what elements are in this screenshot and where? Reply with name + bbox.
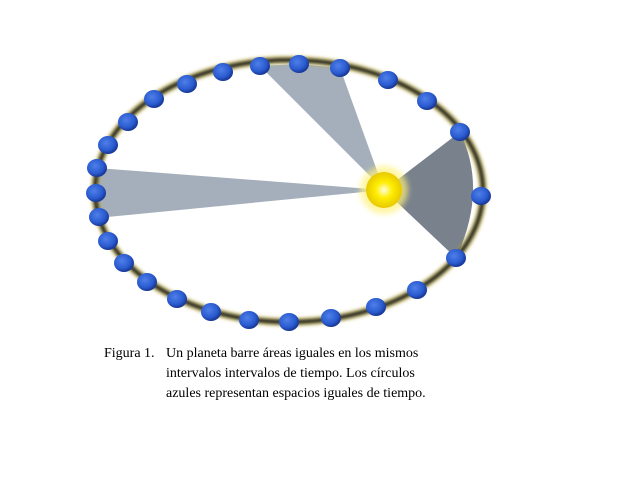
planet-marker: [239, 311, 259, 329]
planet-marker: [137, 273, 157, 291]
planet-marker: [177, 75, 197, 93]
planet-marker: [450, 123, 470, 141]
planet-marker: [98, 232, 118, 250]
swept-area-sector-top: [260, 64, 384, 190]
planet-markers: [86, 55, 491, 331]
swept-area-sector-left: [97, 168, 384, 218]
planet-marker: [446, 249, 466, 267]
planet-marker: [167, 290, 187, 308]
planet-marker: [366, 298, 386, 316]
figure-label: Figura 1.: [104, 346, 155, 361]
planet-marker: [471, 187, 491, 205]
planet-marker: [114, 254, 134, 272]
planet-marker: [86, 184, 106, 202]
planet-marker: [407, 281, 427, 299]
planet-marker: [279, 313, 299, 331]
planet-marker: [250, 57, 270, 75]
planet-marker: [321, 309, 341, 327]
sun: [366, 172, 402, 208]
caption-line: Un planeta barre áreas iguales en los mi…: [166, 346, 419, 361]
caption-line: azules representan espacios iguales de t…: [166, 386, 426, 401]
caption-text: Un planeta barre áreas iguales en los mi…: [166, 344, 506, 404]
planet-marker: [118, 113, 138, 131]
planet-marker: [201, 303, 221, 321]
planet-marker: [87, 159, 107, 177]
planet-marker: [378, 71, 398, 89]
swept-area-sector-right: [384, 132, 474, 258]
planet-marker: [417, 92, 437, 110]
planet-marker: [98, 136, 118, 154]
planet-marker: [330, 59, 350, 77]
planet-marker: [89, 208, 109, 226]
caption-line: intervalos intervalos de tiempo. Los cír…: [166, 366, 415, 381]
planet-marker: [144, 90, 164, 108]
planet-marker: [213, 63, 233, 81]
planet-marker: [289, 55, 309, 73]
